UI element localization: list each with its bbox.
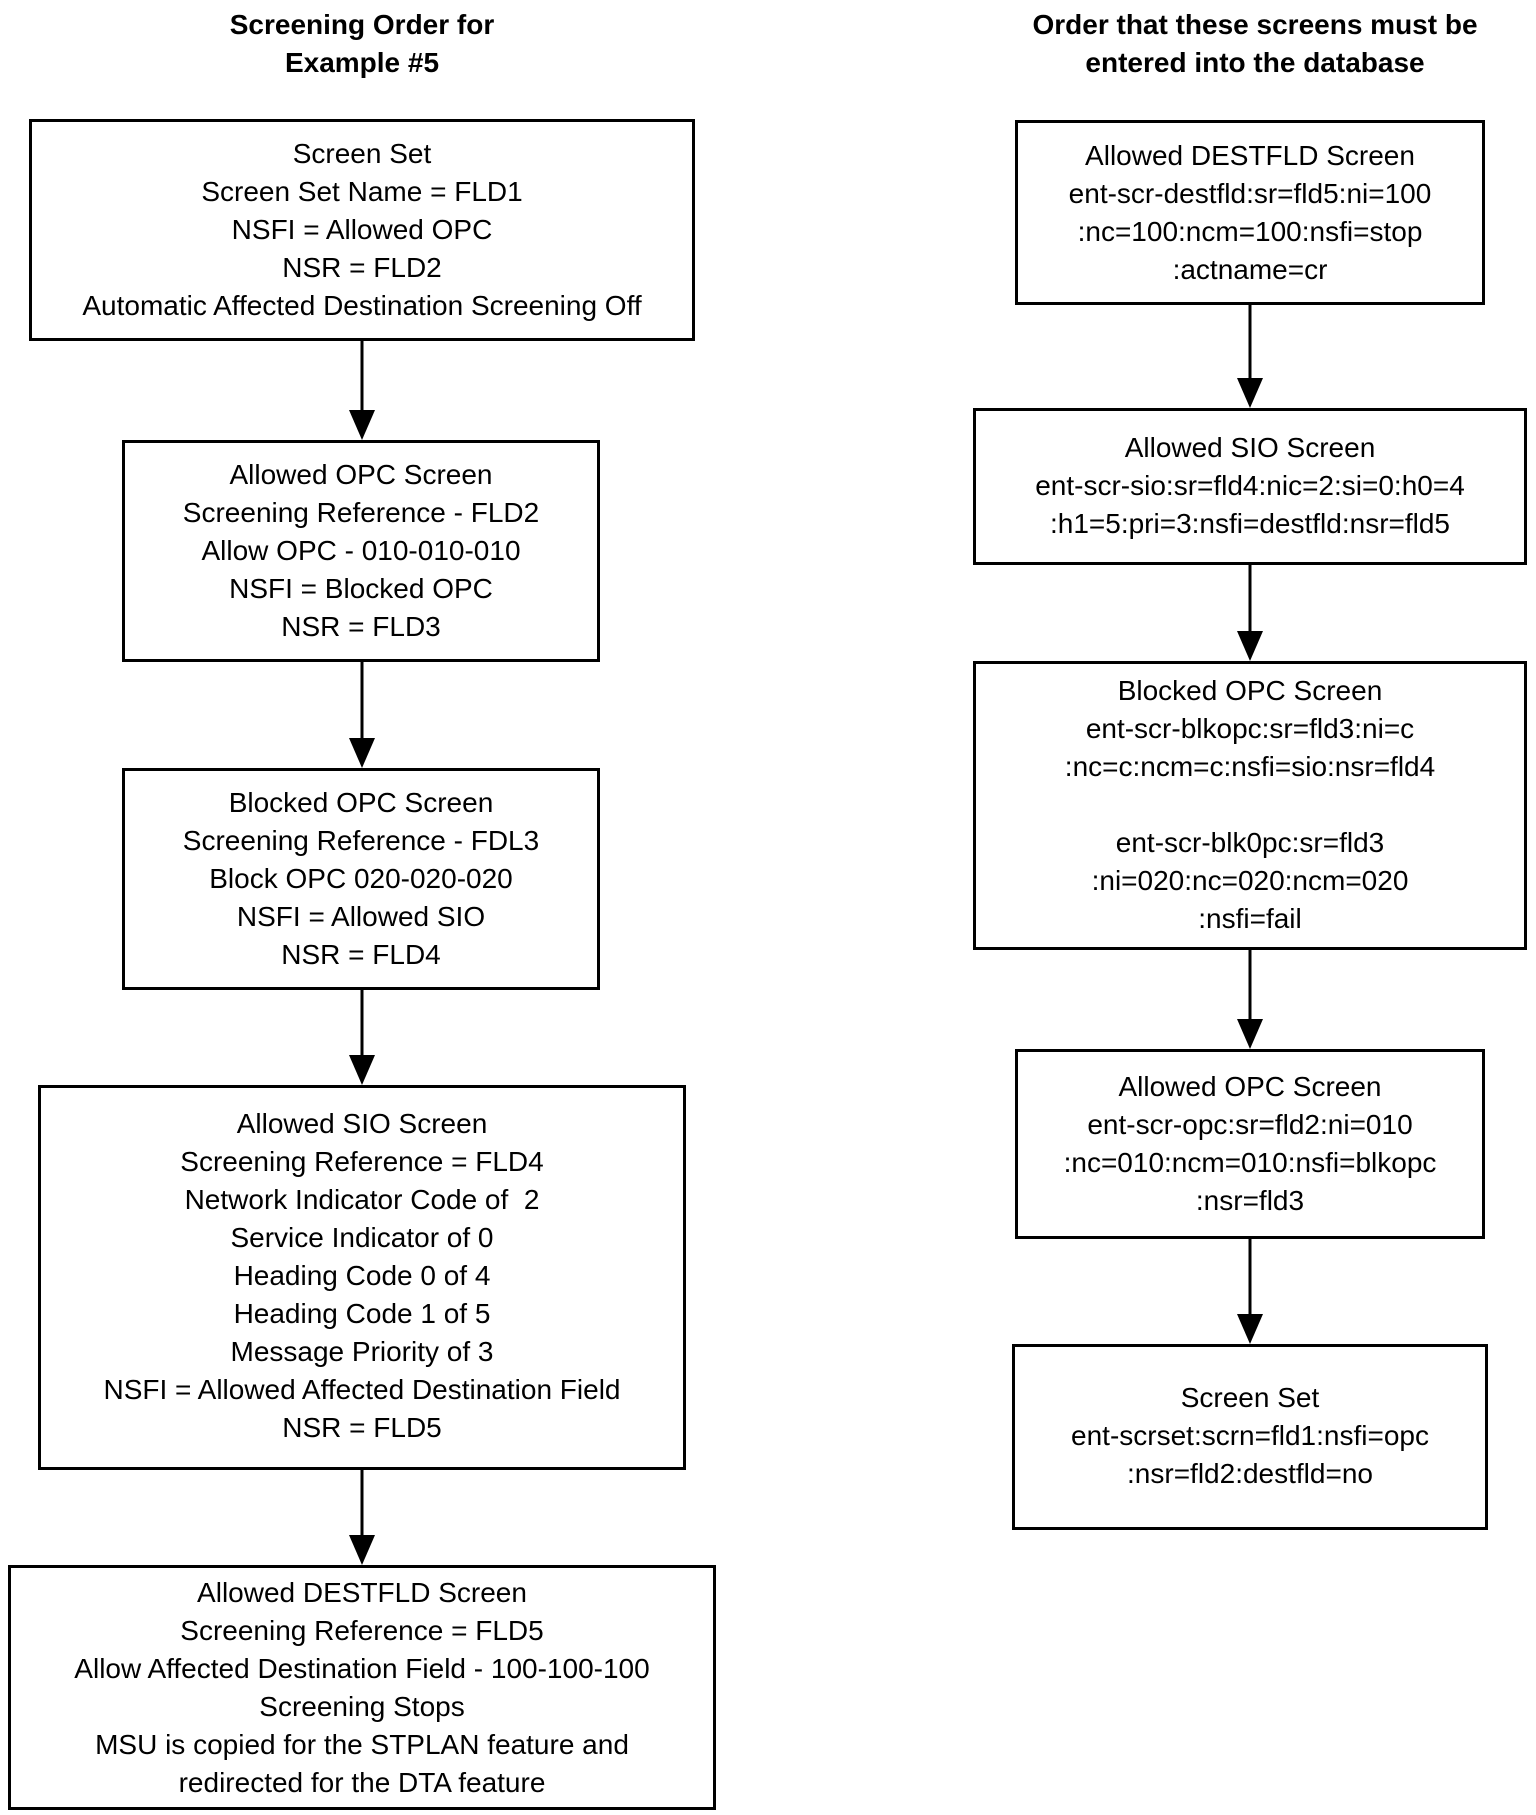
box-text-line: :nc=010:ncm=010:nsfi=blkopc: [1063, 1147, 1437, 1178]
box-text-line: :actname=cr: [1172, 254, 1328, 285]
arrow-head-icon: [349, 410, 375, 440]
box-text-line: :nc=100:ncm=100:nsfi=stop: [1077, 216, 1423, 247]
box-text-line: :ni=020:nc=020:ncm=020: [1091, 865, 1409, 896]
arrow-head-icon: [349, 1535, 375, 1565]
box-text-line: ent-scr-blkopc:sr=fld3:ni=c: [1085, 713, 1415, 744]
box-text-line: Allow Affected Destination Field - 100-1…: [74, 1653, 650, 1684]
box-text-line: Screening Reference - FDL3: [182, 825, 540, 856]
arrow-shaft: [1248, 305, 1252, 380]
right-column-title-line-2: entered into the database: [1085, 47, 1425, 78]
flow-arrow-down: [1237, 305, 1263, 408]
box-text-line: NSFI = Allowed OPC: [231, 214, 493, 245]
box-cmd-blocked-opc: Blocked OPC Screen ent-scr-blkopc:sr=fld…: [973, 661, 1527, 950]
box-text-line: Allowed SIO Screen: [1124, 432, 1376, 463]
box-text-line: Heading Code 1 of 5: [233, 1298, 491, 1329]
arrow-head-icon: [349, 738, 375, 768]
box-text-line: Network Indicator Code of 2: [184, 1184, 540, 1215]
arrow-shaft: [360, 341, 364, 412]
arrow-head-icon: [1237, 631, 1263, 661]
arrow-head-icon: [1237, 1019, 1263, 1049]
arrow-shaft: [360, 1470, 364, 1537]
box-text-line: Allowed OPC Screen: [229, 459, 493, 490]
box-text-line: NSFI = Allowed SIO: [236, 901, 486, 932]
box-text-line: MSU is copied for the STPLAN feature and: [95, 1729, 629, 1760]
left-column-title-line-1: Screening Order for: [229, 9, 495, 40]
box-allowed-destfld-screen: Allowed DESTFLD Screen Screening Referen…: [8, 1565, 716, 1810]
box-text-line: NSFI = Allowed Affected Destination Fiel…: [103, 1374, 621, 1405]
box-text-line: Screen Set Name = FLD1: [201, 176, 523, 207]
box-text-line: :h1=5:pri=3:nsfi=destfld:nsr=fld5: [1049, 508, 1451, 539]
box-text-line: NSR = FLD2: [282, 252, 442, 283]
box-text-line: redirected for the DTA feature: [178, 1767, 546, 1798]
box-text-line: Blocked OPC Screen: [1117, 675, 1383, 706]
arrow-shaft: [1248, 1239, 1252, 1316]
box-text-line: :nc=c:ncm=c:nsfi=sio:nsr=fld4: [1064, 751, 1436, 782]
arrow-shaft: [360, 662, 364, 740]
box-text-line: Allowed DESTFLD Screen: [1085, 140, 1415, 171]
flow-arrow-down: [1237, 1239, 1263, 1344]
box-text-line: ent-scr-sio:sr=fld4:nic=2:si=0:h0=4: [1035, 470, 1465, 501]
box-text-line: Screen Set: [292, 138, 432, 169]
flow-arrow-down: [1237, 950, 1263, 1049]
box-text-line: Screening Reference - FLD2: [182, 497, 540, 528]
box-text-line: NSFI = Blocked OPC: [229, 573, 493, 604]
box-text-line: Allow OPC - 010-010-010: [201, 535, 521, 566]
left-column-title-line-2: Example #5: [284, 47, 440, 78]
box-cmd-allowed-opc: Allowed OPC Screen ent-scr-opc:sr=fld2:n…: [1015, 1049, 1485, 1239]
box-text-line: Screening Stops: [259, 1691, 465, 1722]
box-text-line: Block OPC 020-020-020: [209, 863, 513, 894]
box-text-line: Message Priority of 3: [230, 1336, 494, 1367]
box-text-line: NSR = FLD4: [281, 939, 441, 970]
box-text-line: Screening Reference = FLD4: [180, 1146, 544, 1177]
box-text-line: ent-scr-blk0pc:sr=fld3: [1115, 827, 1385, 858]
box-text-line: Automatic Affected Destination Screening…: [82, 290, 642, 321]
arrow-shaft: [1248, 950, 1252, 1021]
box-text-line: Allowed SIO Screen: [236, 1108, 488, 1139]
flow-arrow-down: [349, 1470, 375, 1565]
box-text-line: Allowed OPC Screen: [1118, 1071, 1382, 1102]
box-text-line: ent-scr-opc:sr=fld2:ni=010: [1087, 1109, 1413, 1140]
flow-arrow-down: [1237, 565, 1263, 661]
box-text-line: Allowed DESTFLD Screen: [197, 1577, 527, 1608]
box-cmd-allowed-destfld: Allowed DESTFLD Screen ent-scr-destfld:s…: [1015, 120, 1485, 305]
arrow-shaft: [1248, 565, 1252, 633]
box-cmd-allowed-sio: Allowed SIO Screen ent-scr-sio:sr=fld4:n…: [973, 408, 1527, 565]
box-text-line: Heading Code 0 of 4: [233, 1260, 491, 1291]
box-text-line: :nsr=fld3: [1195, 1185, 1305, 1216]
box-cmd-screen-set: Screen Set ent-scrset:scrn=fld1:nsfi=opc…: [1012, 1344, 1488, 1530]
box-allowed-sio-screen: Allowed SIO Screen Screening Reference =…: [38, 1085, 686, 1470]
box-text-line: ent-scrset:scrn=fld1:nsfi=opc: [1071, 1420, 1429, 1451]
flow-arrow-down: [349, 990, 375, 1085]
box-text-line: Blocked OPC Screen: [228, 787, 494, 818]
box-screen-set: Screen Set Screen Set Name = FLD1 NSFI =…: [29, 119, 695, 341]
box-allowed-opc-screen: Allowed OPC Screen Screening Reference -…: [122, 440, 600, 662]
box-text-line: NSR = FLD3: [281, 611, 441, 642]
arrow-shaft: [360, 990, 364, 1057]
flow-arrow-down: [349, 662, 375, 768]
box-text-line: NSR = FLD5: [282, 1412, 442, 1443]
box-text-line: [976, 786, 1524, 824]
arrow-head-icon: [1237, 378, 1263, 408]
right-column-title-line-1: Order that these screens must be: [1032, 9, 1478, 40]
box-text-line: Screening Reference = FLD5: [180, 1615, 544, 1646]
arrow-head-icon: [349, 1055, 375, 1085]
box-text-line: :nsr=fld2:destfld=no: [1127, 1458, 1373, 1489]
box-blocked-opc-screen: Blocked OPC Screen Screening Reference -…: [122, 768, 600, 990]
flow-arrow-down: [349, 341, 375, 440]
box-text-line: Service Indicator of 0: [230, 1222, 494, 1253]
box-text-line: ent-scr-destfld:sr=fld5:ni=100: [1068, 178, 1432, 209]
box-text-line: :nsfi=fail: [1198, 903, 1302, 934]
arrow-head-icon: [1237, 1314, 1263, 1344]
box-text-line: Screen Set: [1180, 1382, 1320, 1413]
